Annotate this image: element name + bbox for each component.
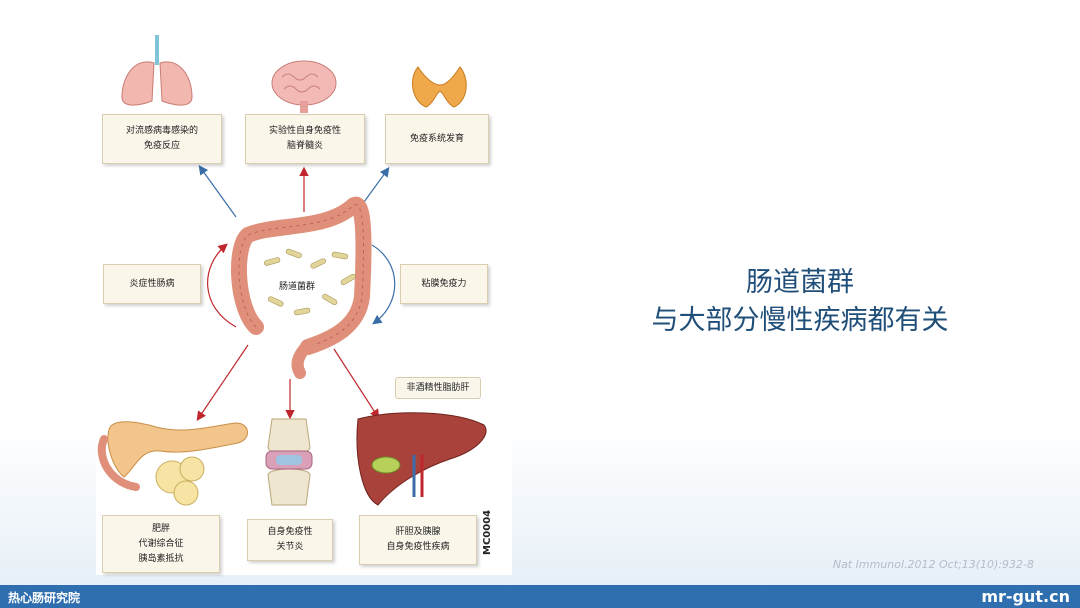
citation: Nat Immunol.2012 Oct;13(10):932-8 xyxy=(832,558,1034,571)
box-influenza-line2: 免疫反应 xyxy=(143,141,180,151)
box-autoimmune-arthritis: 自身免疫性 关节炎 xyxy=(247,519,333,561)
box-hepatobiliary-line1: 肝胆及胰腺 xyxy=(395,527,441,537)
pancreas-icon xyxy=(97,421,248,506)
footer-url: mr-gut.cn xyxy=(981,587,1070,606)
box-hepatobiliary-line2: 自身免疫性疾病 xyxy=(386,542,450,552)
box-influenza-response: 对流感病毒感染的 免疫反应 xyxy=(102,114,222,164)
arrow-to-obesity xyxy=(196,344,249,421)
slide-title: 肠道菌群 与大部分慢性疾病都有关 xyxy=(600,264,1000,340)
diagram-figure: 对流感病毒感染的 免疫反应 实验性自身免疫性 脑脊髓炎 免疫系统发育 炎症性肠病… xyxy=(96,27,512,575)
slide-title-line2: 与大部分慢性疾病都有关 xyxy=(651,305,949,336)
box-eae-line2: 脑脊髓炎 xyxy=(286,141,323,151)
intestine-illustration xyxy=(231,196,372,379)
box-arthritis-line2: 关节炎 xyxy=(276,542,304,552)
box-hepatobiliary-autoimmune: 肝胆及胰腺 自身免疫性疾病 xyxy=(359,515,477,565)
gut-microbiota-label: 肠道菌群 xyxy=(279,282,316,292)
liver-icon xyxy=(356,412,487,506)
thyroid-icon xyxy=(411,66,467,108)
footer-bar: 热心肠研究院 mr-gut.cn xyxy=(0,585,1080,608)
knee-joint-icon xyxy=(265,418,313,506)
arrow-to-liver xyxy=(333,348,380,420)
box-ibd-label: 炎症性肠病 xyxy=(129,278,175,289)
box-obesity-line3: 胰岛素抵抗 xyxy=(138,553,184,564)
box-obesity: 肥胖 代谢综合征 胰岛素抵抗 xyxy=(102,515,220,573)
box-immune-development: 免疫系统发育 xyxy=(385,114,489,164)
box-arthritis-line1: 自身免疫性 xyxy=(267,527,313,537)
box-eae: 实验性自身免疫性 脑脊髓炎 xyxy=(245,114,365,164)
box-influenza-line1: 对流感病毒感染的 xyxy=(125,126,198,136)
slide-title-line1: 肠道菌群 xyxy=(746,267,854,298)
diagram-artwork xyxy=(97,35,487,506)
arrow-mucosal-immunity xyxy=(371,244,396,325)
box-ibd: 炎症性肠病 xyxy=(103,264,201,304)
box-obesity-line1: 肥胖 xyxy=(151,523,170,534)
arrow-to-influenza xyxy=(198,165,237,218)
box-immune-development-label: 免疫系统发育 xyxy=(409,133,464,144)
brain-icon xyxy=(271,60,337,113)
nafld-label: 非酒精性脂肪肝 xyxy=(395,377,481,399)
arrow-to-immune-development xyxy=(363,167,390,203)
box-mucosal-immunity-label: 粘膜免疫力 xyxy=(421,278,467,289)
lungs-icon xyxy=(121,35,193,106)
figure-code: MC0004 xyxy=(482,509,493,555)
footer-brand: 热心肠研究院 xyxy=(8,591,81,605)
arrow-ibd xyxy=(207,243,237,328)
box-eae-line1: 实验性自身免疫性 xyxy=(268,126,341,136)
box-mucosal-immunity: 粘膜免疫力 xyxy=(400,264,488,304)
box-obesity-line2: 代谢综合征 xyxy=(138,538,184,549)
